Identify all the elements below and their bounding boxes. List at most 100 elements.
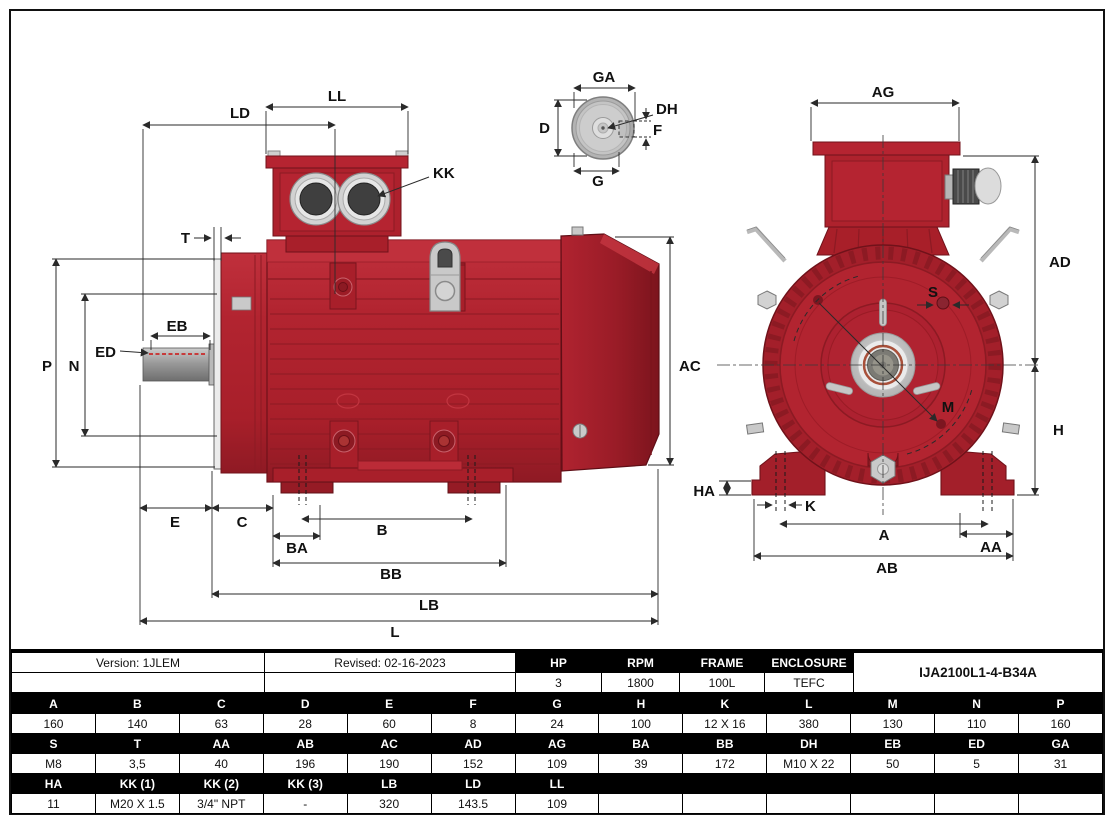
dim-header-cell: C bbox=[178, 693, 264, 714]
spec-header-hp: HP bbox=[515, 652, 602, 673]
dim-header-cell: E bbox=[346, 693, 432, 714]
front-endbell bbox=[220, 252, 268, 474]
dim-value-cell: 31 bbox=[1018, 753, 1103, 774]
side-view bbox=[142, 150, 660, 505]
dim-value-cell: 11 bbox=[11, 793, 96, 814]
dim-value-cell: 109 bbox=[514, 753, 600, 774]
dim-value-cell: 60 bbox=[346, 713, 432, 734]
dim-value-cell: 40 bbox=[178, 753, 264, 774]
dim-value-cell: M20 X 1.5 bbox=[94, 793, 180, 814]
dim-header-cell bbox=[682, 773, 768, 794]
dim-value-cell: 28 bbox=[262, 713, 348, 734]
shaft-end-view bbox=[571, 96, 635, 160]
dim-value-cell: 8 bbox=[430, 713, 516, 734]
support-hooks bbox=[746, 226, 1020, 263]
dimension-annotations-shaft: GA D G DH F bbox=[539, 69, 678, 190]
dim-header-cell: A bbox=[11, 693, 96, 714]
spec-header-enclosure: ENCLOSURE bbox=[764, 652, 854, 673]
terminal-box-front bbox=[812, 141, 961, 228]
dim-label-ab: AB bbox=[876, 560, 898, 577]
spec-header-frame: FRAME bbox=[679, 652, 765, 673]
spec-value-rpm: 1800 bbox=[601, 672, 680, 693]
mounting-flange-plate bbox=[213, 258, 222, 470]
empty-cell bbox=[264, 672, 516, 693]
side-bolt bbox=[231, 296, 252, 311]
dim-header-cell: BB bbox=[682, 733, 768, 754]
dim-header-cell: G bbox=[514, 693, 600, 714]
dim-value-cell: 152 bbox=[430, 753, 516, 774]
dim-header-cell: KK (2) bbox=[178, 773, 264, 794]
hex-nut bbox=[989, 290, 1009, 310]
dim-label-n: N bbox=[69, 358, 80, 375]
dim-value-row: 160 140 63 28 60 8 24 100 12 X 16 380 13… bbox=[11, 713, 1103, 734]
side-pin bbox=[745, 422, 765, 435]
dim-label-ga: GA bbox=[593, 69, 616, 86]
dim-header-cell: M bbox=[850, 693, 936, 714]
dim-label-e: E bbox=[170, 514, 180, 531]
dim-value-cell: 130 bbox=[850, 713, 936, 734]
dim-header-cell: LL bbox=[514, 773, 600, 794]
dim-label-p: P bbox=[42, 358, 52, 375]
dim-label-b: B bbox=[377, 522, 388, 539]
dim-value-cell bbox=[934, 793, 1020, 814]
cooling-fins bbox=[270, 298, 559, 465]
dimension-values-table: A B C D E F G H K L M N P 160 140 bbox=[11, 693, 1103, 814]
dim-value-cell: 160 bbox=[1018, 713, 1103, 734]
conduit-entry-kk bbox=[337, 172, 391, 226]
dim-label-ld: LD bbox=[230, 105, 250, 122]
dim-header-cell bbox=[850, 773, 936, 794]
dimension-annotations-side: LL LD KK T EB ED bbox=[42, 88, 701, 641]
dim-label-a: A bbox=[879, 527, 890, 544]
foot bbox=[280, 481, 334, 494]
dim-value-row: M8 3,5 40 196 190 152 109 39 172 M10 X 2… bbox=[11, 753, 1103, 774]
dim-label-ll: LL bbox=[328, 88, 346, 105]
dim-header-row: A B C D E F G H K L M N P bbox=[11, 693, 1103, 714]
dim-value-cell: 380 bbox=[766, 713, 852, 734]
dim-header-cell: T bbox=[94, 733, 180, 754]
revised-cell: Revised: 02-16-2023 bbox=[264, 652, 516, 673]
dim-label-m: M bbox=[942, 399, 955, 416]
dim-label-ad: AD bbox=[1049, 254, 1071, 271]
dim-value-cell: 140 bbox=[94, 713, 180, 734]
dim-header-cell: LB bbox=[346, 773, 432, 794]
dim-header-cell: AG bbox=[514, 733, 600, 754]
fan-cowl bbox=[560, 226, 660, 472]
dim-label-ha: HA bbox=[693, 483, 715, 500]
side-pin bbox=[1001, 422, 1021, 435]
dim-value-cell bbox=[766, 793, 852, 814]
terminal-box bbox=[265, 150, 409, 253]
dim-value-cell: 5 bbox=[934, 753, 1020, 774]
dim-value-cell: 109 bbox=[514, 793, 600, 814]
dim-value-cell: 12 X 16 bbox=[682, 713, 768, 734]
conduit-entry-kk bbox=[289, 172, 343, 226]
dim-header-cell: GA bbox=[1018, 733, 1103, 754]
foot bbox=[447, 481, 501, 494]
dim-label-h: H bbox=[1053, 422, 1064, 439]
dim-label-bb: BB bbox=[380, 566, 402, 583]
dim-value-cell bbox=[598, 793, 684, 814]
dim-value-cell: 160 bbox=[11, 713, 96, 734]
version-cell: Version: 1JLEM bbox=[11, 652, 265, 673]
dim-label-ag: AG bbox=[872, 84, 895, 101]
dim-value-cell: 143.5 bbox=[430, 793, 516, 814]
foot-right bbox=[940, 449, 1015, 496]
dim-header-row: HA KK (1) KK (2) KK (3) LB LD LL bbox=[11, 773, 1103, 794]
dim-value-cell: 3,5 bbox=[94, 753, 180, 774]
dim-value-cell: M8 bbox=[11, 753, 96, 774]
dim-header-cell: AD bbox=[430, 733, 516, 754]
dim-header-cell: H bbox=[598, 693, 684, 714]
dim-header-cell: BA bbox=[598, 733, 684, 754]
dim-label-eb: EB bbox=[167, 318, 188, 335]
dim-header-cell: KK (1) bbox=[94, 773, 180, 794]
spec-value-enclosure: TEFC bbox=[764, 672, 854, 693]
spec-value-hp: 3 bbox=[515, 672, 602, 693]
dim-label-t: T bbox=[181, 230, 190, 247]
dim-header-cell: K bbox=[682, 693, 768, 714]
dim-label-aa: AA bbox=[980, 539, 1002, 556]
spec-value-frame: 100L bbox=[679, 672, 765, 693]
motor-drawing-svg: LL LD KK T EB ED bbox=[42, 69, 1071, 641]
dim-header-cell: AB bbox=[262, 733, 348, 754]
dim-value-cell: 24 bbox=[514, 713, 600, 734]
dim-value-cell: 196 bbox=[262, 753, 348, 774]
dim-value-cell: 172 bbox=[682, 753, 768, 774]
